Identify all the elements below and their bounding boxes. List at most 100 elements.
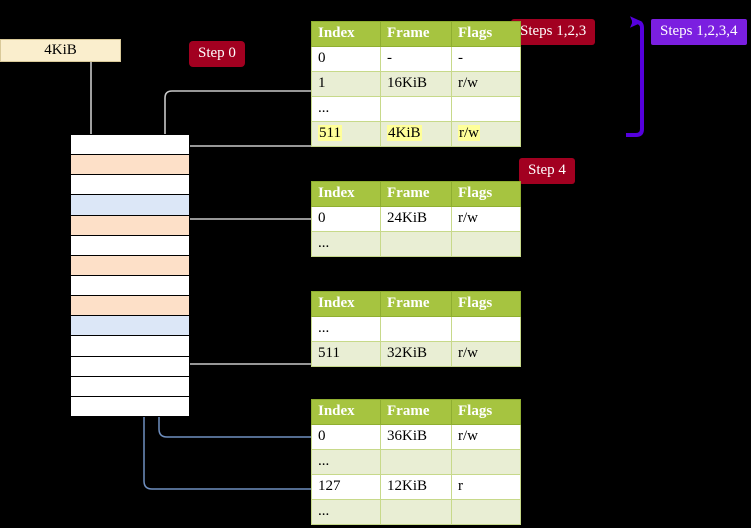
- memory-frame-row: [70, 254, 190, 276]
- column-header-frame: Frame: [380, 291, 452, 317]
- memory-frame-row: [70, 134, 190, 156]
- table-row: ...: [311, 499, 521, 525]
- memory-frame-row: [70, 355, 190, 377]
- table-cell-index: ...: [311, 231, 381, 257]
- table-cell-flags: r/w: [451, 424, 521, 450]
- table-cell-flags: r/w: [451, 341, 521, 367]
- highlighted-value: 4KiB: [387, 125, 422, 141]
- table-cell-index: 127: [311, 474, 381, 500]
- table-cell-frame: -: [380, 46, 452, 72]
- table-row: ...: [311, 449, 521, 475]
- table-row: 511 4KiB r/w: [311, 121, 521, 147]
- table-row: ...: [311, 231, 521, 257]
- wire-t1row511-to-mem: [176, 145, 311, 163]
- table-cell-index: ...: [311, 96, 381, 122]
- column-header-frame: Frame: [380, 399, 452, 425]
- page-4kib-box: 4KiB: [0, 39, 121, 62]
- column-header-flags: Flags: [451, 181, 521, 207]
- badge-step-0: Step 0: [189, 41, 245, 67]
- table-cell-frame: 16KiB: [380, 71, 452, 97]
- arrow-steps-1234: [626, 16, 644, 137]
- column-header-index: Index: [311, 291, 381, 317]
- table-cell-flags: r: [451, 474, 521, 500]
- column-header-frame: Frame: [380, 21, 452, 47]
- column-header-index: Index: [311, 21, 381, 47]
- table-cell-frame: [380, 499, 452, 525]
- table-cell-frame: [380, 96, 452, 122]
- badge-steps-1-2-3-4: Steps 1,2,3,4: [651, 19, 747, 45]
- column-header-index: Index: [311, 181, 381, 207]
- badge-steps-1-2-3-label: Steps 1,2,3: [520, 23, 587, 39]
- table-cell-flags: [451, 96, 521, 122]
- table-cell-index: ...: [311, 449, 381, 475]
- page-4kib-label: 4KiB: [44, 42, 77, 58]
- table-cell-flags: r/w: [451, 71, 521, 97]
- memory-frame-row: [70, 234, 190, 256]
- memory-frame-row: [70, 174, 190, 196]
- wire-t2row0-to-mem: [178, 218, 311, 256]
- table-cell-flags: r/w: [451, 206, 521, 232]
- table-cell-flags: r/w: [451, 121, 521, 147]
- table-cell-frame: 4KiB: [380, 121, 452, 147]
- table-cell-frame: [380, 449, 452, 475]
- table-cell-frame: [380, 316, 452, 342]
- table-cell-frame: [380, 231, 452, 257]
- memory-frame-row: [70, 395, 190, 417]
- table-cell-frame: 12KiB: [380, 474, 452, 500]
- table-row: ...: [311, 96, 521, 122]
- table-cell-index: 511: [311, 121, 381, 147]
- column-header-index: Index: [311, 399, 381, 425]
- highlighted-value: r/w: [458, 125, 480, 141]
- highlighted-value: 511: [318, 125, 342, 141]
- table-cell-index: ...: [311, 316, 381, 342]
- memory-frame-row: [70, 295, 190, 317]
- memory-frame-row: [70, 315, 190, 337]
- table-cell-index: 0: [311, 46, 381, 72]
- badge-step-4-label: Step 4: [528, 162, 566, 178]
- memory-frame-row: [70, 335, 190, 357]
- table-cell-flags: [451, 499, 521, 525]
- table-cell-frame: 32KiB: [380, 341, 452, 367]
- table-cell-flags: [451, 316, 521, 342]
- wire-t3row511-to-mem: [178, 315, 311, 365]
- memory-frame-row: [70, 194, 190, 216]
- badge-steps-1-2-3-4-label: Steps 1,2,3,4: [660, 23, 738, 39]
- column-header-frame: Frame: [380, 181, 452, 207]
- table-cell-index: ...: [311, 499, 381, 525]
- memory-frame-row: [70, 375, 190, 397]
- table-cell-index: 0: [311, 424, 381, 450]
- column-header-flags: Flags: [451, 291, 521, 317]
- badge-steps-1-2-3: Steps 1,2,3: [511, 19, 596, 45]
- table-cell-index: 511: [311, 341, 381, 367]
- badge-step-0-label: Step 0: [198, 45, 236, 61]
- table-cell-flags: [451, 231, 521, 257]
- table-row: 0--: [311, 46, 521, 72]
- table-cell-frame: 24KiB: [380, 206, 452, 232]
- column-header-flags: Flags: [451, 399, 521, 425]
- memory-frame-row: [70, 154, 190, 176]
- table-cell-flags: -: [451, 46, 521, 72]
- table-cell-flags: [451, 449, 521, 475]
- memory-frame-row: [70, 275, 190, 297]
- table-cell-index: 1: [311, 71, 381, 97]
- table-cell-index: 0: [311, 206, 381, 232]
- table-row: ...: [311, 316, 521, 342]
- table-cell-frame: 36KiB: [380, 424, 452, 450]
- badge-step-4: Step 4: [519, 158, 575, 184]
- memory-frame-row: [70, 214, 190, 236]
- column-header-flags: Flags: [451, 21, 521, 47]
- physical-memory-column: [70, 134, 190, 417]
